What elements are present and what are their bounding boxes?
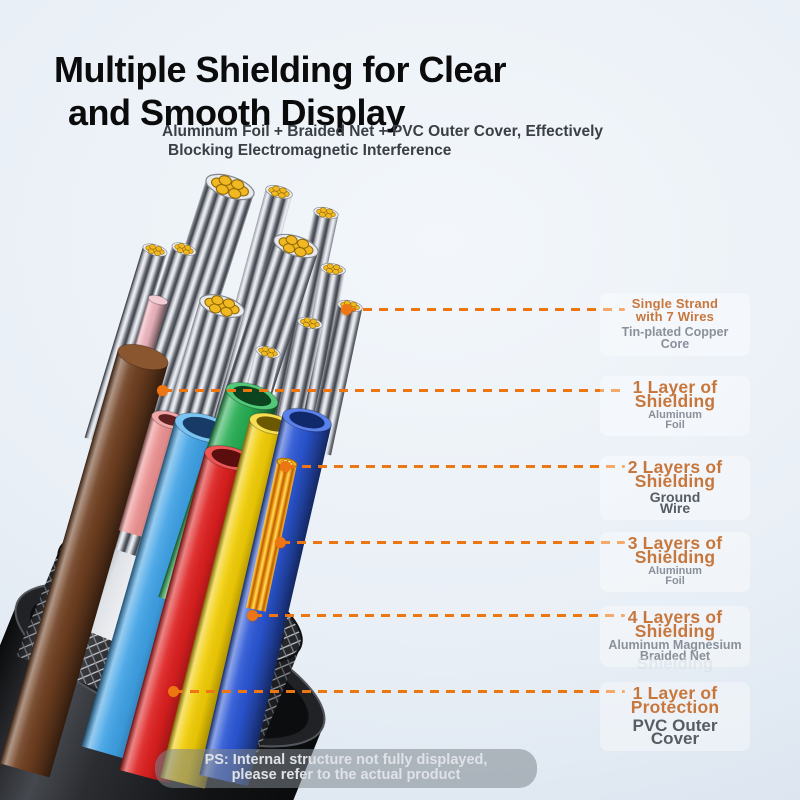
annotation-heading: 1 Layer of Protection (630, 683, 720, 717)
leader-line-shielding-3 (281, 541, 625, 544)
insulated-wires (0, 294, 332, 789)
leader-line-single-strand (347, 308, 625, 311)
title-line-2: and Smooth Display (68, 92, 406, 133)
leader-dot-shielding-3 (275, 537, 286, 548)
leader-dot-shielding-4 (247, 610, 258, 621)
annotation-heading: 3 Layers of Shielding (627, 533, 723, 567)
annotation-shielding-4: 4 Layers of Shielding Aluminum Magnesium… (600, 606, 750, 667)
annotation-heading: 4 Layers of Shielding (627, 607, 723, 641)
annotation-single-strand: Single Strand with 7 Wires Tin-plated Co… (600, 293, 750, 356)
annotation-subtext: PVC Outer Cover (632, 716, 718, 748)
subtitle: Aluminum Foil + Braided Net + PVC Outer … (162, 122, 603, 160)
annotation-shielding-2: 2 Layers of Shielding Ground Wire (600, 456, 750, 520)
annotation-subtext: Aluminum Foil (648, 409, 702, 431)
leader-line-protection (174, 690, 625, 693)
note-line-2: please refer to the actual product (231, 767, 461, 783)
annotation-subtext: Ground Wire (649, 489, 701, 516)
title-line-1: Multiple Shielding for Clear (54, 49, 507, 90)
ghost-text: Shielding (636, 654, 714, 673)
annotation-subtext: Aluminum Magnesium Braided Net (608, 638, 742, 663)
annotation-shielding-1: 1 Layer of Shielding Aluminum Foil (600, 376, 750, 436)
subtitle-line-2: Blocking Electromagnetic Interference (168, 142, 452, 159)
leader-dot-protection (168, 686, 179, 697)
leader-line-shielding-1 (163, 389, 625, 392)
annotation-heading: 1 Layer of Shielding (632, 377, 718, 411)
leader-line-shielding-2 (286, 465, 625, 468)
note-line-1: PS: Internal structure not fully display… (204, 752, 488, 768)
annotation-protection: 1 Layer of Protection PVC Outer Cover (600, 682, 750, 751)
annotation-heading: Single Strand with 7 Wires (631, 296, 719, 324)
leader-dot-single-strand (341, 304, 352, 315)
annotation-subtext: Tin-plated Copper Core (621, 325, 729, 351)
leader-dot-shielding-2 (280, 461, 291, 472)
annotation-shielding-3: 3 Layers of Shielding Aluminum Foil (600, 532, 750, 592)
page-title: Multiple Shielding for Clear and Smooth … (54, 48, 507, 134)
wire-brown (0, 343, 169, 778)
subtitle-line-1: Aluminum Foil + Braided Net + PVC Outer … (162, 123, 604, 140)
leader-line-shielding-4 (253, 614, 625, 617)
annotation-subtext: Aluminum Foil (648, 565, 702, 587)
leader-dot-shielding-1 (157, 385, 168, 396)
disclaimer-note: PS: Internal structure not fully display… (155, 749, 537, 788)
annotation-heading: 2 Layers of Shielding (627, 457, 723, 491)
